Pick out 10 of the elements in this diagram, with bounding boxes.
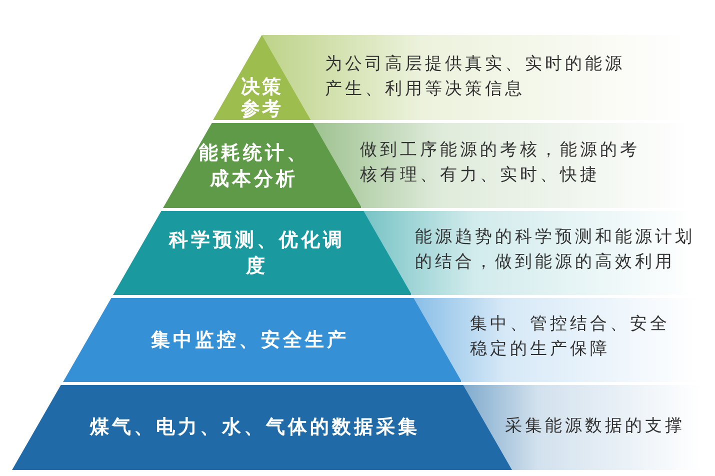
description-text: 能源趋势的科学预测和能源计划的结合，做到能源的高效利用 (415, 226, 696, 274)
tier-label: 集中监控、安全生产 (150, 328, 350, 353)
tier-label: 能耗统计、成本分析 (198, 141, 310, 192)
tier-label: 决策参考 (240, 76, 284, 120)
tier-label: 煤气、电力、水、气体的数据采集 (88, 415, 421, 440)
description-text: 为公司高层提供真实、实时的能源产生、利用等决策信息 (325, 53, 626, 101)
description-text: 集中、管控结合、安全稳定的生产保障 (470, 313, 671, 361)
tier-label: 科学预测、优化调度 (168, 228, 346, 279)
description-text: 做到工序能源的考核，能源的考核有理、有力、实时、快捷 (360, 139, 641, 187)
description-text: 采集能源数据的支撑 (505, 415, 686, 438)
